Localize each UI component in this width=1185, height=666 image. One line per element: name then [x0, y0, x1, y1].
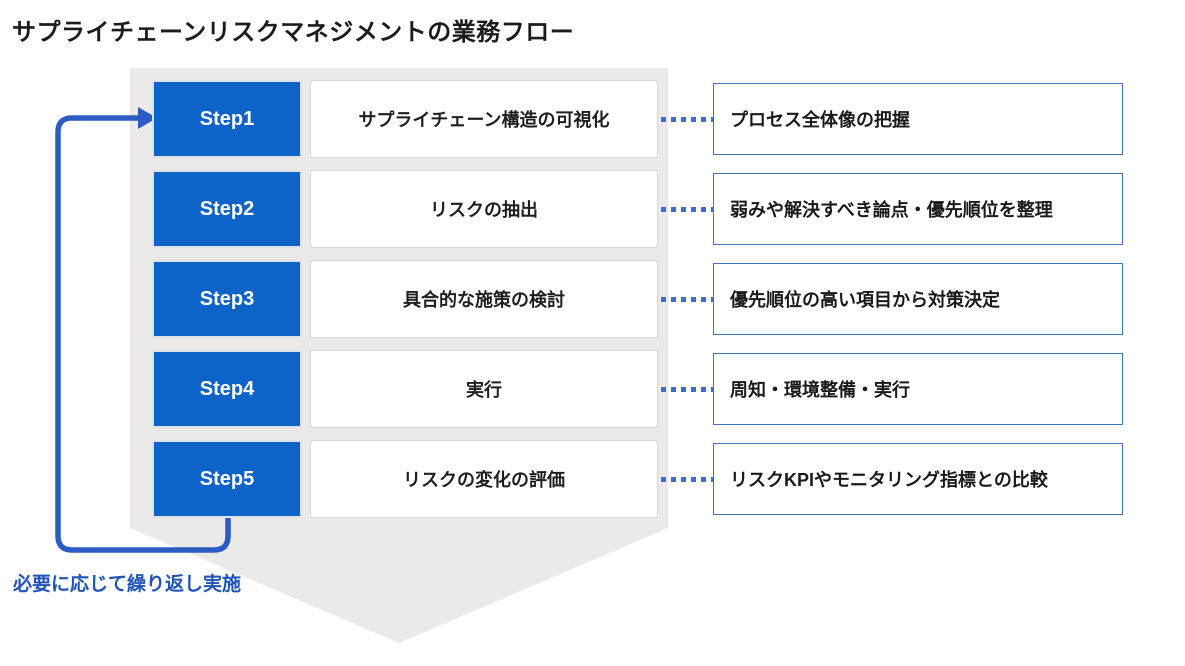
page-title: サプライチェーンリスクマネジメントの業務フロー — [12, 19, 575, 46]
step-process-label: リスクの抽出 — [430, 200, 538, 220]
note-box: 優先順位の高い項目から対策決定 — [713, 263, 1123, 335]
step-badge: Step1 — [152, 80, 302, 158]
step-badge: Step2 — [152, 170, 302, 248]
note-box: リスクKPIやモニタリング指標との比較 — [713, 443, 1123, 515]
step-process-label: 具合的な施策の検討 — [403, 290, 565, 310]
dotted-connector — [661, 207, 714, 212]
step-badge: Step3 — [152, 260, 302, 338]
note-label: 弱みや解決すべき論点・優先順位を整理 — [730, 200, 1053, 220]
note-box: 周知・環境整備・実行 — [713, 353, 1123, 425]
step-row: Step4 実行 周知・環境整備・実行 — [152, 350, 1132, 428]
step-process-label: リスクの変化の評価 — [403, 470, 565, 490]
step-row: Step2 リスクの抽出 弱みや解決すべき論点・優先順位を整理 — [152, 170, 1132, 248]
note-label: プロセス全体像の把握 — [730, 110, 910, 130]
step-row: Step1 サプライチェーン構造の可視化 プロセス全体像の把握 — [152, 80, 1132, 158]
step-process-box: 具合的な施策の検討 — [310, 260, 658, 338]
step-badge-label: Step2 — [199, 197, 255, 220]
step-badge: Step4 — [152, 350, 302, 428]
note-label: 優先順位の高い項目から対策決定 — [730, 290, 1000, 310]
dotted-connector — [661, 477, 714, 482]
step-row: Step5 リスクの変化の評価 リスクKPIやモニタリング指標との比較 — [152, 440, 1132, 518]
dotted-connector — [661, 297, 714, 302]
dotted-connector — [661, 387, 714, 392]
step-badge-label: Step4 — [199, 377, 255, 400]
step-row: Step3 具合的な施策の検討 優先順位の高い項目から対策決定 — [152, 260, 1132, 338]
step-badge: Step5 — [152, 440, 302, 518]
note-box: プロセス全体像の把握 — [713, 83, 1123, 155]
step-process-label: サプライチェーン構造の可視化 — [358, 110, 610, 130]
step-badge-label: Step1 — [199, 107, 255, 130]
dotted-connector — [661, 117, 714, 122]
loop-label: 必要に応じて繰り返し実施 — [13, 574, 242, 595]
step-process-box: サプライチェーン構造の可視化 — [310, 80, 658, 158]
step-badge-label: Step5 — [199, 467, 255, 490]
step-badge-label: Step3 — [199, 287, 255, 310]
step-process-box: リスクの抽出 — [310, 170, 658, 248]
note-label: 周知・環境整備・実行 — [730, 380, 910, 400]
note-label: リスクKPIやモニタリング指標との比較 — [730, 470, 1048, 490]
step-process-box: 実行 — [310, 350, 658, 428]
note-box: 弱みや解決すべき論点・優先順位を整理 — [713, 173, 1123, 245]
step-process-label: 実行 — [466, 380, 502, 400]
step-process-box: リスクの変化の評価 — [310, 440, 658, 518]
